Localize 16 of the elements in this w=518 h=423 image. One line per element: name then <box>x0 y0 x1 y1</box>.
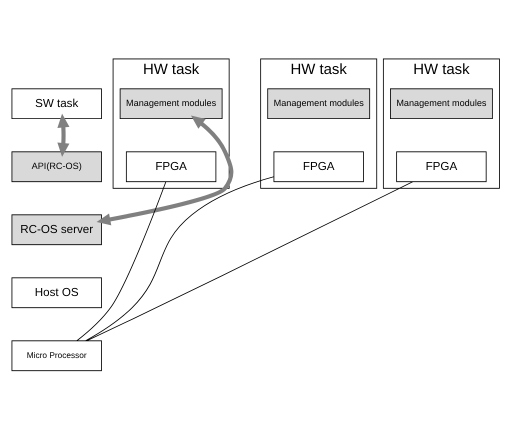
node-box: Host OS <box>12 277 102 308</box>
node-box: FPGA <box>396 151 487 182</box>
node-box: RC-OS server <box>12 214 102 246</box>
node-box: FPGA <box>126 151 216 182</box>
arrow <box>96 116 234 226</box>
node-box: SW task <box>12 88 102 120</box>
node-box: FPGA <box>274 151 364 182</box>
arrow <box>57 114 70 157</box>
node-box: Management modules <box>390 88 493 120</box>
node-box: API(RC-OS) <box>12 151 102 182</box>
connector <box>86 181 414 342</box>
node-box: Micro Processor <box>12 340 102 372</box>
node-box: Management modules <box>120 88 223 120</box>
connector <box>76 181 166 342</box>
connector <box>85 176 274 342</box>
node-box: Management modules <box>267 88 370 120</box>
